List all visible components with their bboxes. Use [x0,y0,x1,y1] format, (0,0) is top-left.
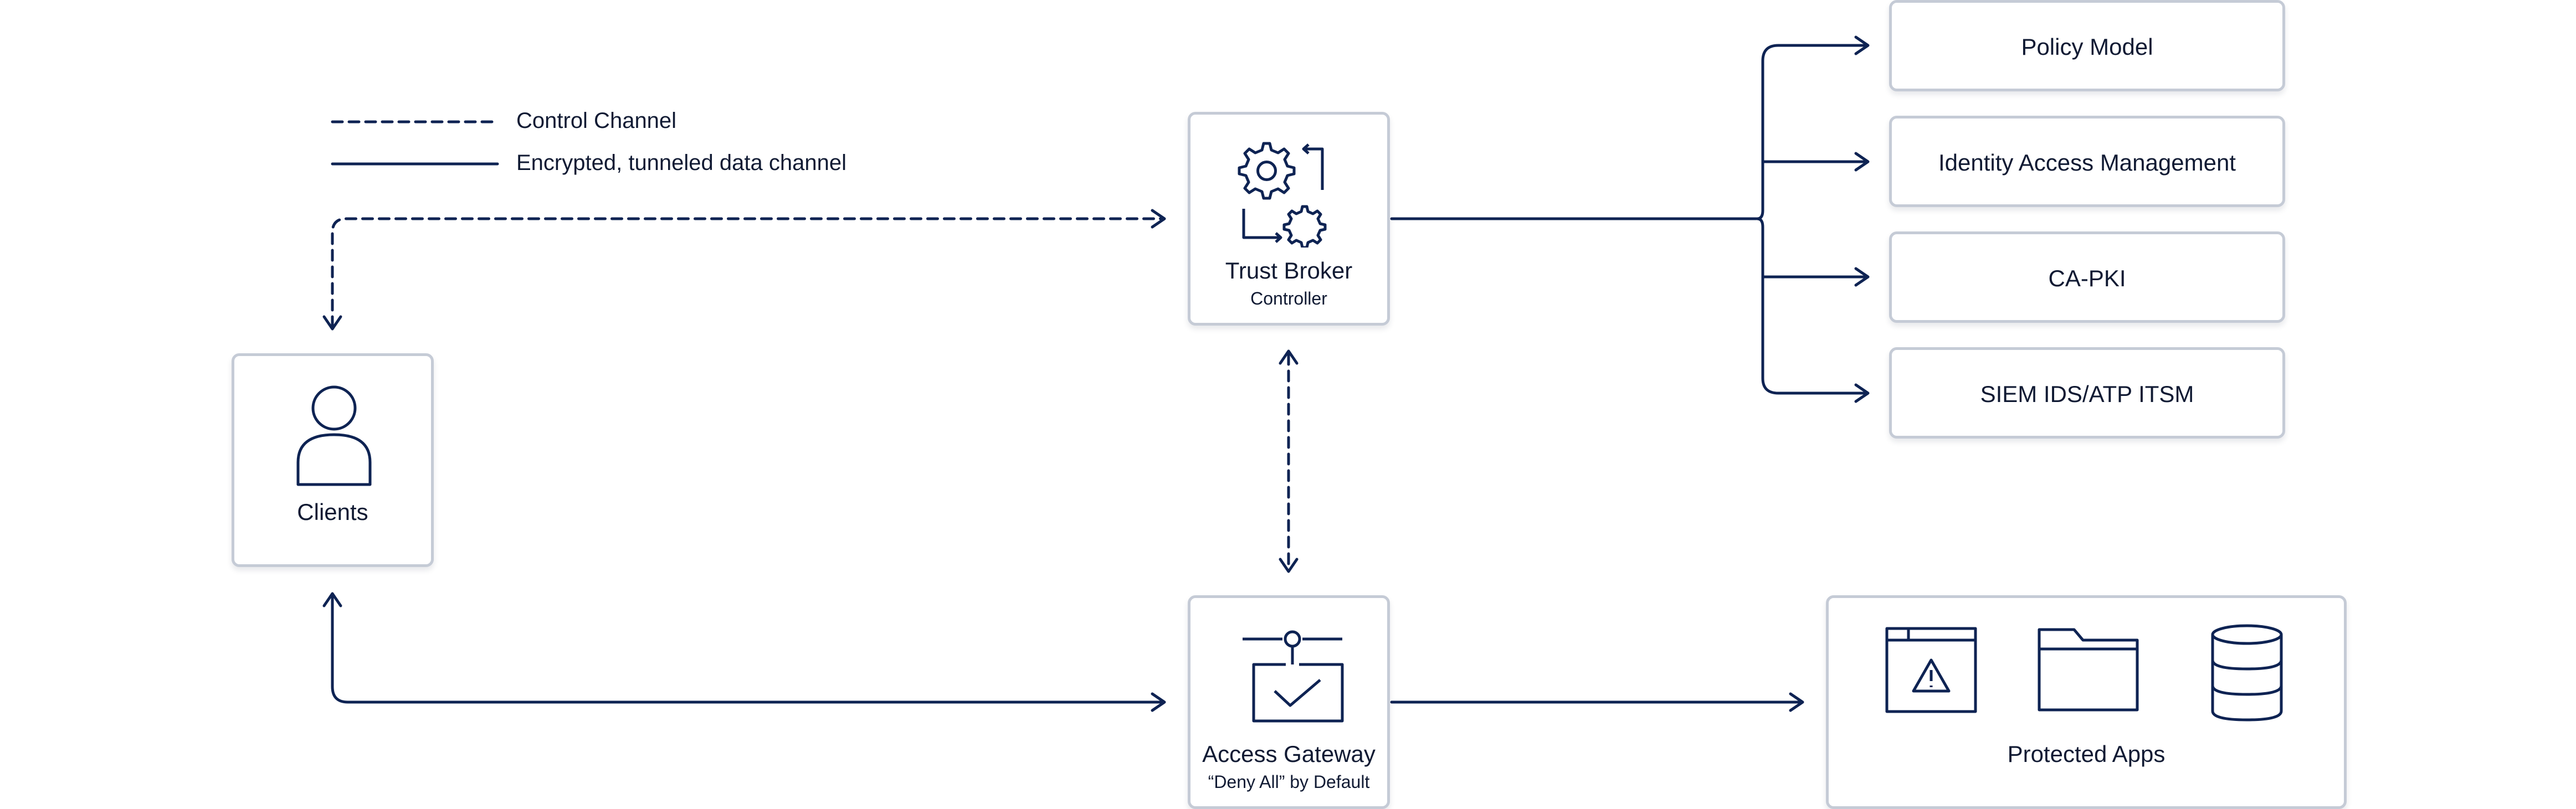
gears-cycle-icon [1238,142,1327,248]
service-siem-ids-atp-itsm[interactable]: SIEM IDS/ATP ITSM [1889,347,2285,439]
clients-label: Clients [297,499,368,525]
trust-broker-sublabel: Controller [1250,288,1327,308]
service-label: CA-PKI [2048,265,2126,291]
legend-control-label: Control Channel [516,109,677,133]
arrow-iam [1854,152,1870,172]
database-icon [2211,624,2283,722]
arrow-capki [1854,267,1870,287]
control-clients-broker [331,217,1165,328]
clients-node[interactable]: Clients [232,353,434,567]
arrow-policy [1854,35,1870,55]
arrow-up-clients [322,592,342,607]
arrow-to-broker [1151,209,1166,229]
arrow-up-broker [1279,349,1299,365]
arrow-siem [1854,383,1870,403]
data-clients-gateway [331,594,1165,704]
access-gateway-sublabel: “Deny All” by Default [1208,772,1370,792]
legend-data-label: Encrypted, tunneled data channel [516,151,846,175]
arrow-to-apps [1789,692,1804,712]
folder-icon [2038,628,2139,712]
service-identity-access-management[interactable]: Identity Access Management [1889,116,2285,207]
protected-apps-label: Protected Apps [2007,741,2166,767]
service-label: Identity Access Management [1938,150,2236,176]
access-gateway-label: Access Gateway [1202,741,1376,767]
service-policy-model[interactable]: Policy Model [1889,0,2285,91]
arrow-to-gateway [1151,692,1166,712]
service-label: SIEM IDS/ATP ITSM [1980,381,2194,407]
bracket-lower [1756,217,1869,395]
arrow-to-clients [322,315,342,331]
network-gateway-icon [1243,630,1344,723]
service-ca-pki[interactable]: CA-PKI [1889,231,2285,323]
trust-broker-label: Trust Broker [1225,257,1353,284]
web-alert-icon [1885,627,1977,713]
person-icon [296,385,372,486]
protected-apps-node[interactable]: Protected Apps [1826,595,2347,809]
arrow-down-gateway [1279,558,1299,573]
services-bracket [1756,44,1869,220]
trust-broker-node[interactable]: Trust Broker Controller [1188,112,1390,326]
service-label: Policy Model [2021,34,2153,60]
access-gateway-node[interactable]: Access Gateway “Deny All” by Default [1188,595,1390,809]
